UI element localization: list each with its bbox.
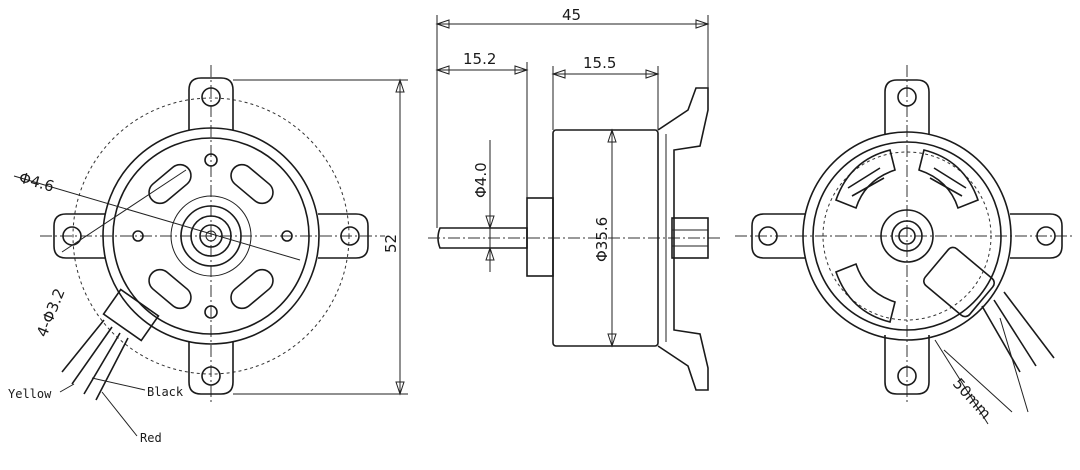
red-wire-label: Red (140, 431, 162, 445)
body-length-label: 15.5 (583, 54, 616, 72)
small-hole-label: Φ4.6 (17, 169, 56, 196)
yellow-wire-label: Yellow (8, 387, 52, 401)
shaft-length-label: 15.2 (463, 50, 496, 68)
side-view (428, 15, 720, 391)
body-diameter-label: Φ35.6 (593, 217, 611, 262)
front-view (13, 65, 385, 437)
mount-holes-label: 4-Φ3.2 (33, 286, 69, 340)
overall-length-label: 45 (562, 6, 581, 24)
height-label: 52 (382, 234, 400, 253)
height-dimension (233, 78, 408, 396)
shaft-diameter-label: Φ4.0 (472, 162, 490, 198)
rear-view (735, 65, 1075, 425)
black-wire-label: Black (147, 385, 184, 399)
lead-length-label: 50mm (949, 375, 995, 423)
